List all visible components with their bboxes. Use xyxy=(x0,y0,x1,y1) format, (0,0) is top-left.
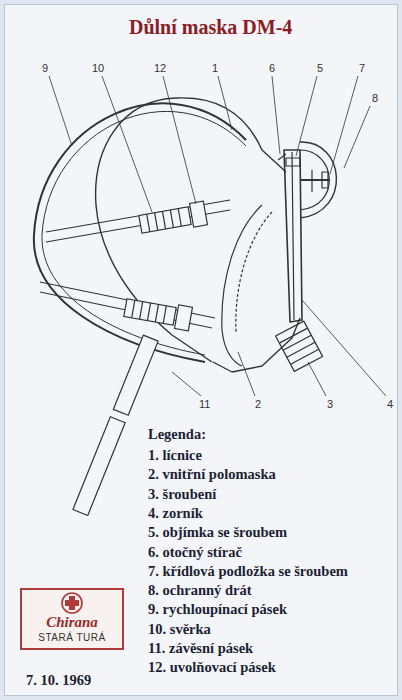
place-name: STARÁ TURÁ xyxy=(38,631,105,644)
legend-item: 1. lícnice xyxy=(148,447,202,464)
callout-number: 7 xyxy=(358,62,366,74)
legend-item: 10. svěrka xyxy=(148,621,211,638)
callout-number: 5 xyxy=(316,62,324,74)
callout-number: 4 xyxy=(386,398,394,410)
legend-item: 9. rychloupínací pásek xyxy=(148,601,287,618)
callout-number: 12 xyxy=(153,62,167,74)
stamp-box: ChiranaSTARÁ TURÁ xyxy=(20,588,124,650)
brand-name: Chirana xyxy=(46,614,98,631)
legend-item: 5. objímka se šroubem xyxy=(148,524,287,541)
callout-number: 2 xyxy=(254,398,262,410)
legend-item: 11. závěsní pásek xyxy=(148,640,253,657)
legend-item: 2. vnitřní polomaska xyxy=(148,466,276,483)
callout-number: 10 xyxy=(91,62,105,74)
callout-number: 9 xyxy=(41,62,49,74)
legend-item: 6. otočný stírač xyxy=(148,544,242,561)
legend-item: 8. ochranný drát xyxy=(148,582,252,599)
callout-number: 6 xyxy=(268,62,276,74)
legend-item: 4. zorník xyxy=(148,505,203,522)
callout-number: 3 xyxy=(326,398,334,410)
legend-item: 3. šroubení xyxy=(148,486,216,503)
callout-number: 1 xyxy=(211,62,219,74)
diagram-title: Důlní maska DM-4 xyxy=(129,16,292,39)
callout-number: 8 xyxy=(371,92,379,104)
legend-heading: Legenda: xyxy=(148,426,206,443)
date-note: 7. 10. 1969 xyxy=(26,672,91,689)
legend-item: 7. křídlová podložka se šroubem xyxy=(148,563,348,580)
callout-number: 11 xyxy=(198,398,211,410)
logo-symbol xyxy=(57,591,87,615)
legend-item: 12. uvolňovací pásek xyxy=(148,659,276,676)
